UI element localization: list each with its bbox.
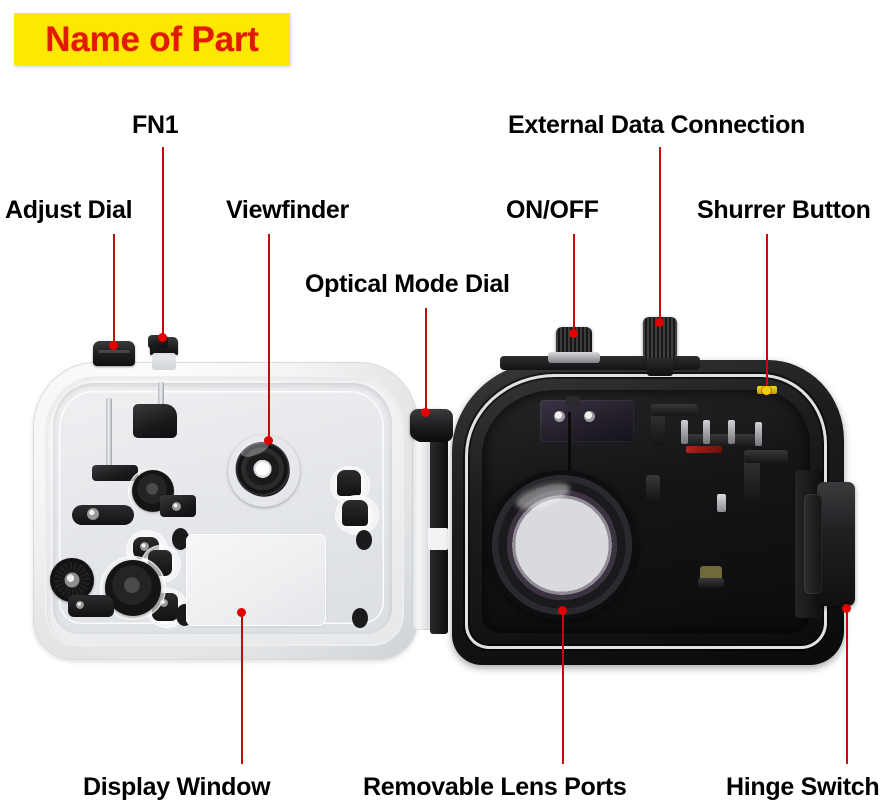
lens-glass-gloss bbox=[513, 477, 573, 515]
fn1-button-stem bbox=[152, 353, 176, 370]
leader-hinge-switch bbox=[846, 610, 848, 764]
label-external-data-connection: External Data Connection bbox=[508, 111, 806, 139]
leader-viewfinder bbox=[268, 234, 270, 440]
label-shurrer-button: Shurrer Button bbox=[697, 196, 871, 224]
leader-dot-shurrer-button bbox=[762, 386, 771, 395]
banner-title: Name of Part bbox=[45, 19, 259, 59]
leader-dot-removable-lens-ports bbox=[558, 606, 567, 615]
sensor-dot-1 bbox=[554, 411, 565, 422]
screw-5 bbox=[76, 601, 84, 609]
label-on-off: ON/OFF bbox=[506, 196, 599, 224]
hinge-switch-latch bbox=[804, 494, 822, 594]
internal-lever-c bbox=[646, 475, 660, 501]
internal-lever-a-arm bbox=[651, 404, 697, 416]
leader-on-off bbox=[573, 234, 575, 334]
leader-dot-hinge-switch bbox=[842, 604, 851, 613]
leader-external-data-connection bbox=[659, 147, 661, 323]
internal-red-wire bbox=[686, 446, 722, 453]
internal-lever-b bbox=[744, 450, 760, 502]
push-rod-a bbox=[106, 398, 112, 476]
screw-2 bbox=[87, 508, 99, 520]
leader-dot-optical-mode-dial bbox=[421, 408, 430, 417]
leader-dot-external-data-connection bbox=[655, 318, 664, 327]
control-lever-4 bbox=[72, 505, 134, 525]
leader-dot-on-off bbox=[569, 329, 578, 338]
stop-pad-3 bbox=[356, 530, 372, 550]
leader-dot-adjust-dial bbox=[109, 341, 118, 350]
internal-pin-1 bbox=[681, 420, 688, 444]
main-control-dial bbox=[105, 560, 161, 616]
label-removable-lens-ports: Removable Lens Ports bbox=[363, 773, 627, 801]
screw-1 bbox=[172, 502, 181, 511]
control-lever-2 bbox=[337, 470, 361, 496]
internal-pin-2 bbox=[703, 420, 710, 444]
label-hinge-switch: Hinge Switch bbox=[726, 773, 880, 801]
internal-lever-b-arm bbox=[744, 450, 788, 463]
label-optical-mode-dial: Optical Mode Dial bbox=[305, 270, 510, 298]
stop-pad-1 bbox=[172, 528, 189, 550]
leader-dot-viewfinder bbox=[264, 436, 273, 445]
leader-adjust-dial bbox=[113, 234, 115, 346]
label-adjust-dial: Adjust Dial bbox=[5, 196, 133, 224]
internal-pin-4 bbox=[755, 422, 762, 446]
leader-shurrer-button bbox=[766, 234, 768, 390]
internal-pin-3 bbox=[728, 420, 735, 444]
sensor-clip bbox=[566, 396, 580, 407]
leader-optical-mode-dial bbox=[425, 308, 427, 414]
rod-bracket-b bbox=[133, 404, 177, 438]
on-off-knob-base bbox=[548, 352, 600, 363]
removable-lens-port bbox=[487, 470, 637, 620]
leader-fn1 bbox=[162, 147, 164, 337]
label-fn1: FN1 bbox=[132, 111, 179, 139]
internal-silver-pin bbox=[717, 494, 726, 512]
white-housing-side-tab bbox=[428, 528, 448, 550]
name-of-part-banner: Name of Part bbox=[14, 13, 290, 65]
internal-fitting-base bbox=[698, 578, 724, 588]
display-window-panel bbox=[186, 534, 326, 626]
drive-gear bbox=[50, 558, 94, 602]
black-housing-side-knob bbox=[413, 409, 453, 442]
leader-display-window bbox=[241, 612, 243, 764]
leader-dot-fn1 bbox=[158, 333, 167, 342]
white-housing-side-strip bbox=[412, 440, 434, 630]
screw-4 bbox=[160, 599, 168, 607]
leader-removable-lens-ports bbox=[562, 612, 564, 764]
screw-3 bbox=[140, 542, 149, 551]
rod-foot-a bbox=[92, 465, 138, 481]
label-viewfinder: Viewfinder bbox=[226, 196, 349, 224]
control-lever-3 bbox=[342, 500, 368, 526]
viewfinder-eyepiece bbox=[228, 435, 300, 507]
gear-arm bbox=[68, 595, 114, 617]
external-data-connection-neck bbox=[647, 358, 673, 376]
stop-pad-4 bbox=[352, 608, 368, 628]
leader-dot-display-window bbox=[237, 608, 246, 617]
hinge-switch-body bbox=[817, 482, 855, 606]
label-display-window: Display Window bbox=[83, 773, 271, 801]
